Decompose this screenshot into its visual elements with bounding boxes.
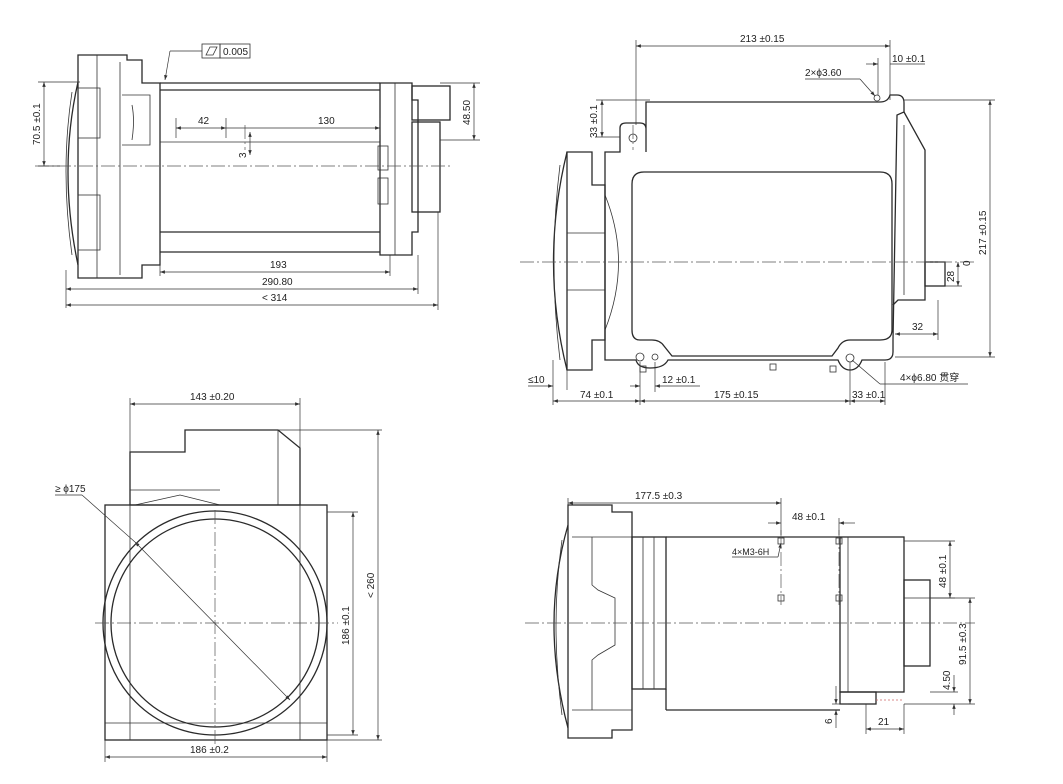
bottom-view-bottom-right: 177.5 ±0.3 48 ±0.1 4×M3-6H 48 ±0.1 91.5 … [525,491,975,739]
dim-4x-hole: 4×ϕ6.80 贯穿 [900,371,959,384]
side-view-top-right: 213 ±0.15 10 ±0.1 2×ϕ3.60 33 ±0.1 217 ±0… [520,34,995,405]
dim-260: < 260 [366,572,377,598]
dim-0: 0 [962,260,973,266]
dim-6: 6 [824,718,835,724]
dim-213: 213 ±0.15 [740,34,785,45]
dim-12: 12 ±0.1 [662,375,696,386]
dim-4-50: 4.50 [942,670,953,690]
dim-177-5: 177.5 ±0.3 [635,491,683,502]
dim-48-vert: 48 ±0.1 [938,554,949,588]
dim-48-horiz: 48 ±0.1 [792,512,826,523]
dim-314: < 314 [262,293,288,304]
dim-130: 130 [318,116,335,127]
dim-74: 74 ±0.1 [580,390,614,401]
dim-42: 42 [198,116,210,127]
dim-m3: 4×M3-6H [732,547,769,557]
dim-10: 10 ±0.1 [892,54,926,65]
dim-217: 217 ±0.15 [978,210,989,255]
side-view-top-left: 0.005 70.5 ±0.1 48.50 42 130 3 193 290 [32,43,480,310]
dim-21: 21 [878,717,890,728]
dim-193: 193 [270,260,287,271]
dim-33-vert: 33 ±0.1 [589,104,600,138]
dim-48-50: 48.50 [462,100,473,125]
dim-143: 143 ±0.20 [190,392,235,403]
front-view-bottom-left: ≥ ϕ175 143 ±0.20 < 260 186 ±0.1 186 ±0.2 [55,392,382,762]
dim-91-5: 91.5 ±0.3 [958,623,969,665]
dim-3: 3 [238,152,249,158]
dim-290-80: 290.80 [262,277,293,288]
flatness-value: 0.005 [223,47,248,58]
dim-70-5: 70.5 ±0.1 [32,103,43,145]
dim-28: 28 [946,270,957,282]
dim-186-vert: 186 ±0.1 [341,606,352,645]
dim-2x-hole: 2×ϕ3.60 [805,68,842,79]
dim-le10: ≤10 [528,375,545,386]
dim-175-dia: ≥ ϕ175 [55,484,86,495]
dim-32: 32 [912,322,924,333]
dim-186-horiz: 186 ±0.2 [190,745,229,756]
dim-33b: 33 ±0.1 [852,390,886,401]
dim-175: 175 ±0.15 [714,390,759,401]
